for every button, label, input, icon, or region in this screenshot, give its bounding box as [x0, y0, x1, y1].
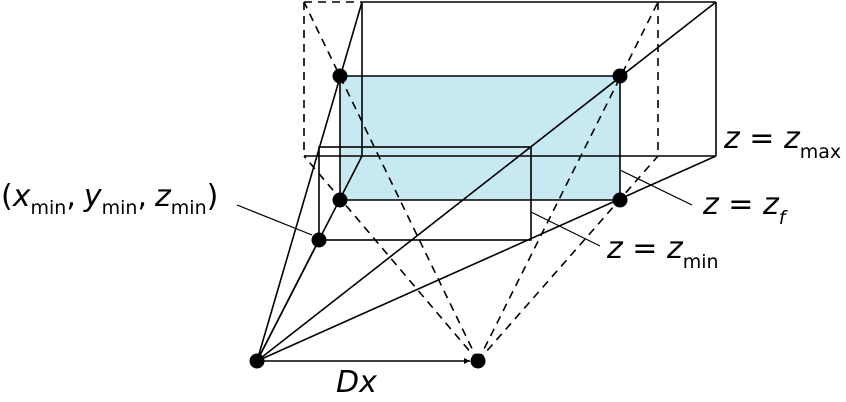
right-ray-top-left	[303, 1, 479, 362]
right-eye-point	[470, 353, 486, 369]
z-min-label: z = zmin	[606, 231, 719, 273]
focal-point-top-left	[332, 68, 348, 84]
left-ray-near-corner	[256, 239, 320, 362]
leader-corner-min	[236, 204, 313, 236]
focal-plane	[340, 76, 620, 200]
leader-z-min	[530, 211, 601, 247]
leader-z-f	[619, 169, 693, 206]
left-ray-top-left	[256, 1, 363, 362]
z-max-label: z = zmax	[723, 121, 841, 163]
right-ray-top-right	[477, 1, 659, 362]
right-ray-bottom-right	[477, 155, 659, 362]
focal-point-top-right	[612, 68, 628, 84]
left-ray-top-right	[256, 1, 717, 362]
near-corner-point	[311, 232, 327, 248]
left-eye-point	[249, 353, 265, 369]
z-f-label: z = zf	[702, 187, 789, 229]
baseline-label: Dx	[336, 365, 377, 400]
focal-point-bottom-left	[332, 192, 348, 208]
right-ray-bottom-left	[303, 155, 479, 362]
left-ray-bottom-right	[256, 155, 717, 362]
corner-min-label: (xmin,ymin,zmin)	[1, 179, 218, 219]
near-plane	[318, 146, 532, 241]
focal-point-bottom-right	[612, 192, 628, 208]
